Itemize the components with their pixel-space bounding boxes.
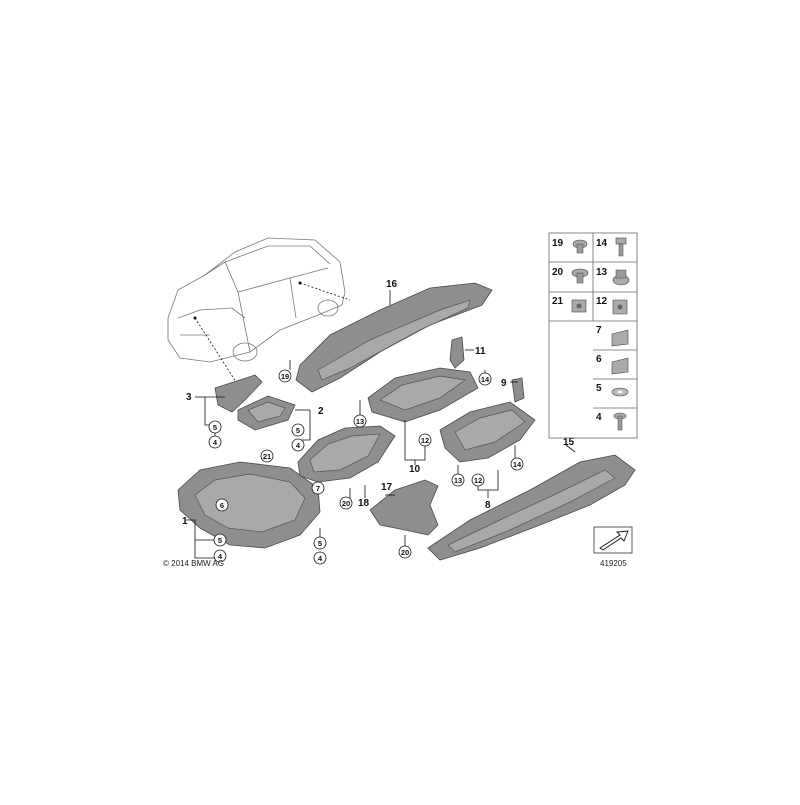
circled-label-5b: 5 (291, 423, 305, 437)
circled-label-14b: 14 (510, 457, 524, 471)
vehicle-marker-lines (194, 282, 351, 386)
nut-13-icon (612, 269, 630, 286)
circled-label-4c: 4 (213, 549, 227, 563)
bracket-3 (214, 374, 263, 413)
svg-text:4: 4 (218, 552, 223, 561)
circled-label-4d: 4 (313, 551, 327, 565)
label-17: 17 (381, 482, 393, 493)
bracket-11 (449, 336, 465, 369)
label-8: 8 (485, 500, 491, 511)
copyright-text: © 2014 BMW AG (163, 559, 224, 568)
underbody-panel-17 (369, 479, 439, 536)
underbody-panel-8-surface (454, 409, 526, 451)
engine-undertray-1-surface (194, 473, 306, 533)
underbody-panel-10-surface (379, 375, 466, 411)
circled-label-20b: 20 (398, 545, 412, 559)
circled-label-13a: 13 (353, 414, 367, 428)
legend-label-4: 4 (596, 412, 602, 423)
screw-4-icon (613, 412, 627, 431)
svg-text:4: 4 (296, 441, 301, 450)
legend-label-7: 7 (596, 325, 602, 336)
circled-label-20a: 20 (339, 496, 353, 510)
clip-21-icon (571, 299, 587, 313)
underbody-panel-18-surface (309, 433, 381, 473)
svg-text:6: 6 (220, 501, 224, 510)
circled-label-14a: 14 (478, 372, 492, 386)
marker-dot (193, 316, 197, 320)
fastener-legend: 19 14 20 13 21 12 7 6 5 4 (548, 232, 638, 439)
clip-7-icon (611, 329, 629, 347)
circled-label-5d: 5 (313, 536, 327, 550)
svg-text:14: 14 (513, 460, 522, 469)
marker-dot (298, 281, 302, 285)
underbody-panel-15-rib (447, 469, 616, 553)
bolt-14-icon (615, 237, 627, 257)
circled-label-12b: 12 (471, 473, 485, 487)
label-3: 3 (186, 392, 192, 403)
legend-label-21: 21 (552, 296, 564, 307)
svg-text:20: 20 (342, 499, 350, 508)
washer-5-icon (611, 387, 629, 397)
direction-arrow-box (593, 526, 633, 554)
legend-label-12: 12 (596, 296, 608, 307)
circled-label-7: 7 (311, 481, 325, 495)
svg-text:12: 12 (421, 436, 429, 445)
label-10: 10 (409, 464, 421, 475)
legend-label-14: 14 (596, 238, 608, 249)
label-2: 2 (318, 406, 324, 417)
circled-label-5c: 5 (213, 533, 227, 547)
circled-label-6: 6 (215, 498, 229, 512)
svg-text:5: 5 (318, 539, 322, 548)
label-16: 16 (386, 279, 398, 290)
svg-text:13: 13 (356, 417, 364, 426)
arrow-icon (599, 530, 629, 551)
circled-label-19: 19 (278, 369, 292, 383)
clip-6-icon (611, 357, 629, 375)
legend-label-20: 20 (552, 267, 564, 278)
plate-2-surface (247, 401, 286, 423)
svg-text:20: 20 (401, 548, 409, 557)
svg-text:4: 4 (318, 554, 323, 563)
clip-nut-12-icon (612, 299, 628, 315)
circled-label-4a: 4 (208, 435, 222, 449)
circled-label-13b: 13 (451, 473, 465, 487)
label-11: 11 (475, 346, 486, 357)
vehicle-outline (167, 237, 346, 363)
svg-text:13: 13 (454, 476, 462, 485)
svg-text:5: 5 (296, 426, 300, 435)
circled-label-4b: 4 (291, 438, 305, 452)
svg-text:5: 5 (213, 423, 217, 432)
underbody-panel-16-rib (317, 299, 471, 381)
circled-label-21: 21 (260, 449, 274, 463)
svg-text:21: 21 (263, 452, 271, 461)
svg-text:5: 5 (218, 536, 222, 545)
legend-label-5: 5 (596, 383, 602, 394)
svg-text:19: 19 (281, 372, 289, 381)
label-1: 1 (182, 516, 188, 527)
circled-label-12a: 12 (418, 433, 432, 447)
screw-20-icon (571, 268, 589, 284)
svg-text:4: 4 (213, 438, 218, 447)
diagram-id: 419205 (600, 559, 627, 568)
svg-text:14: 14 (481, 375, 490, 384)
legend-label-19: 19 (552, 238, 564, 249)
rivet-19-icon (572, 239, 588, 254)
bracket-9 (511, 377, 525, 403)
svg-text:7: 7 (316, 484, 320, 493)
label-15: 15 (563, 437, 575, 448)
legend-label-13: 13 (596, 267, 608, 278)
svg-text:12: 12 (474, 476, 482, 485)
label-18: 18 (358, 498, 370, 509)
label-9: 9 (501, 378, 507, 389)
circled-label-5a: 5 (208, 420, 222, 434)
legend-label-6: 6 (596, 354, 602, 365)
